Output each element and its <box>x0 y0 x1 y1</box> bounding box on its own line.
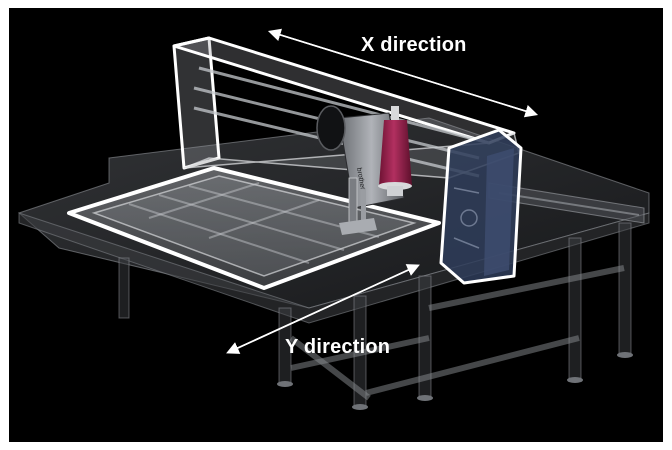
clamp-frame <box>67 166 441 290</box>
brand-text: brother <box>355 167 366 191</box>
x-direction-arrow <box>267 28 539 118</box>
machine-illustration: brother X direction Y direction <box>9 8 663 442</box>
y-direction-arrow <box>226 264 420 354</box>
right-side-panel <box>439 128 523 285</box>
x-direction-label: X direction <box>361 34 467 56</box>
thread-cone <box>378 106 412 196</box>
sewing-machine-render: brother <box>18 28 650 410</box>
gantry-arm <box>172 36 520 179</box>
y-direction-label: Y direction <box>285 336 391 358</box>
